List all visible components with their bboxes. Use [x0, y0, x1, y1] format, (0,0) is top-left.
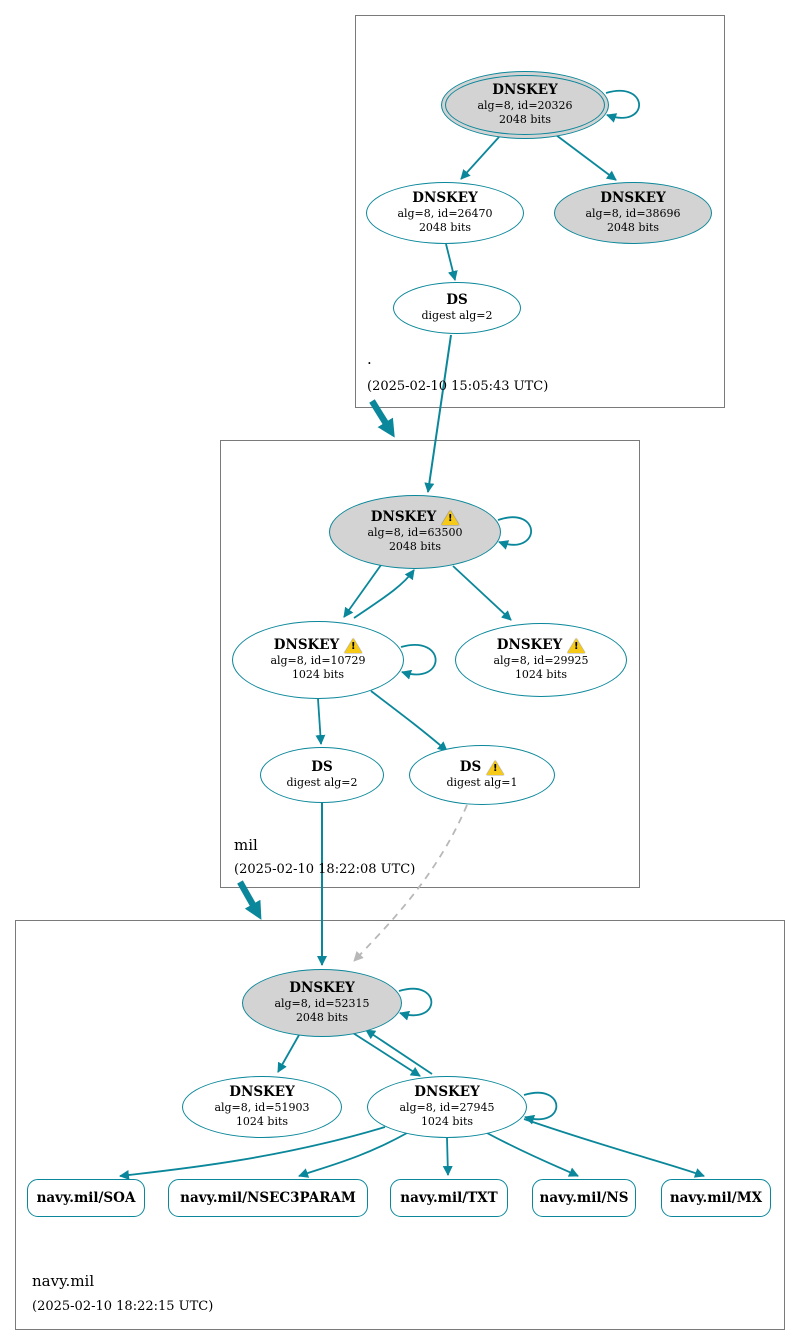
rrset-navy-nsec3param[interactable]: navy.mil/NSEC3PARAM — [168, 1179, 368, 1217]
node-title: DNSKEY — [492, 82, 557, 99]
ds-node-mil-alg2[interactable]: DS digest alg=2 — [260, 747, 384, 803]
node-detail: alg=8, id=10729 — [270, 654, 366, 668]
node-detail: alg=8, id=27945 — [399, 1101, 495, 1115]
node-detail: alg=8, id=26470 — [397, 207, 493, 221]
dnskey-node-mil-zsk-29925[interactable]: DNSKEY alg=8, id=29925 1024 bits — [455, 623, 627, 697]
node-title: DNSKEY — [412, 190, 477, 207]
warning-icon — [486, 760, 504, 775]
warning-icon — [344, 638, 362, 653]
node-title-text: DS — [311, 759, 333, 776]
node-title-text: DS — [446, 292, 468, 309]
node-title: DNSKEY — [371, 509, 459, 526]
ds-node-mil-alg1[interactable]: DS digest alg=1 — [409, 745, 555, 805]
node-detail: alg=8, id=63500 — [367, 526, 463, 540]
dnskey-node-navy-zsk-27945[interactable]: DNSKEY alg=8, id=27945 1024 bits — [367, 1076, 527, 1138]
node-title-text: DNSKEY — [496, 637, 563, 654]
zone-box-root — [355, 15, 725, 408]
node-size: 1024 bits — [291, 668, 345, 682]
dnskey-node-root-zsk-26470[interactable]: DNSKEY alg=8, id=26470 2048 bits — [366, 182, 524, 244]
node-title: DNSKEY — [600, 190, 665, 207]
rrset-label: navy.mil/MX — [669, 1190, 763, 1206]
node-title-text: DNSKEY — [492, 82, 558, 99]
ds-node-root[interactable]: DS digest alg=2 — [393, 282, 521, 334]
node-title-text: DNSKEY — [370, 509, 437, 526]
dnskey-node-mil-ksk-63500[interactable]: DNSKEY alg=8, id=63500 2048 bits — [329, 495, 501, 569]
zone-timestamp-navy-mil: (2025-02-10 18:22:15 UTC) — [32, 1299, 214, 1314]
dnskey-node-navy-zsk-51903[interactable]: DNSKEY alg=8, id=51903 1024 bits — [182, 1076, 342, 1138]
node-title: DNSKEY — [414, 1084, 479, 1101]
dnskey-node-navy-ksk-52315[interactable]: DNSKEY alg=8, id=52315 2048 bits — [242, 969, 402, 1037]
warning-icon — [441, 510, 459, 525]
dnskey-node-root-ksk-20326[interactable]: DNSKEY alg=8, id=20326 2048 bits — [441, 71, 609, 139]
node-detail: alg=8, id=51903 — [214, 1101, 310, 1115]
node-size: 2048 bits — [418, 221, 472, 235]
rrset-label: navy.mil/NS — [539, 1190, 629, 1206]
rrset-label: navy.mil/NSEC3PARAM — [180, 1190, 356, 1206]
node-detail: digest alg=2 — [286, 776, 358, 790]
node-detail: digest alg=2 — [421, 309, 493, 323]
node-title: DS — [460, 759, 504, 776]
node-detail: digest alg=1 — [446, 776, 518, 790]
dnskey-node-mil-zsk-10729[interactable]: DNSKEY alg=8, id=10729 1024 bits — [232, 621, 404, 699]
zone-timestamp-mil: (2025-02-10 18:22:08 UTC) — [234, 862, 416, 877]
node-title: DS — [446, 292, 467, 309]
node-title-text: DNSKEY — [600, 190, 666, 207]
zone-name-navy-mil: navy.mil — [32, 1272, 95, 1290]
node-detail: alg=8, id=38696 — [585, 207, 681, 221]
dnskey-node-root-38696[interactable]: DNSKEY alg=8, id=38696 2048 bits — [554, 182, 712, 244]
node-size: 1024 bits — [514, 668, 568, 682]
warning-icon — [567, 638, 585, 653]
rrset-navy-txt[interactable]: navy.mil/TXT — [390, 1179, 508, 1217]
node-size: 2048 bits — [606, 221, 660, 235]
rrset-navy-mx[interactable]: navy.mil/MX — [661, 1179, 771, 1217]
node-title-text: DNSKEY — [273, 637, 340, 654]
node-detail: alg=8, id=20326 — [477, 99, 573, 113]
rrset-navy-ns[interactable]: navy.mil/NS — [532, 1179, 636, 1217]
node-title-text: DS — [459, 759, 482, 776]
node-title: DNSKEY — [274, 637, 362, 654]
node-size: 2048 bits — [388, 540, 442, 554]
zone-name-mil: mil — [234, 836, 258, 854]
zone-timestamp-root: (2025-02-10 15:05:43 UTC) — [367, 379, 549, 394]
node-detail: alg=8, id=52315 — [274, 997, 370, 1011]
node-title-text: DNSKEY — [289, 980, 355, 997]
zone-name-root: . — [367, 350, 372, 368]
node-size: 1024 bits — [235, 1115, 289, 1129]
node-title: DS — [311, 759, 332, 776]
node-size: 1024 bits — [420, 1115, 474, 1129]
node-title: DNSKEY — [497, 637, 585, 654]
rrset-label: navy.mil/SOA — [36, 1190, 136, 1206]
node-title-text: DNSKEY — [229, 1084, 295, 1101]
node-size: 2048 bits — [498, 113, 552, 127]
rrset-navy-soa[interactable]: navy.mil/SOA — [27, 1179, 145, 1217]
node-size: 2048 bits — [295, 1011, 349, 1025]
rrset-label: navy.mil/TXT — [400, 1190, 498, 1206]
node-title: DNSKEY — [289, 980, 354, 997]
node-title: DNSKEY — [229, 1084, 294, 1101]
node-detail: alg=8, id=29925 — [493, 654, 589, 668]
node-title-text: DNSKEY — [412, 190, 478, 207]
node-title-text: DNSKEY — [414, 1084, 480, 1101]
